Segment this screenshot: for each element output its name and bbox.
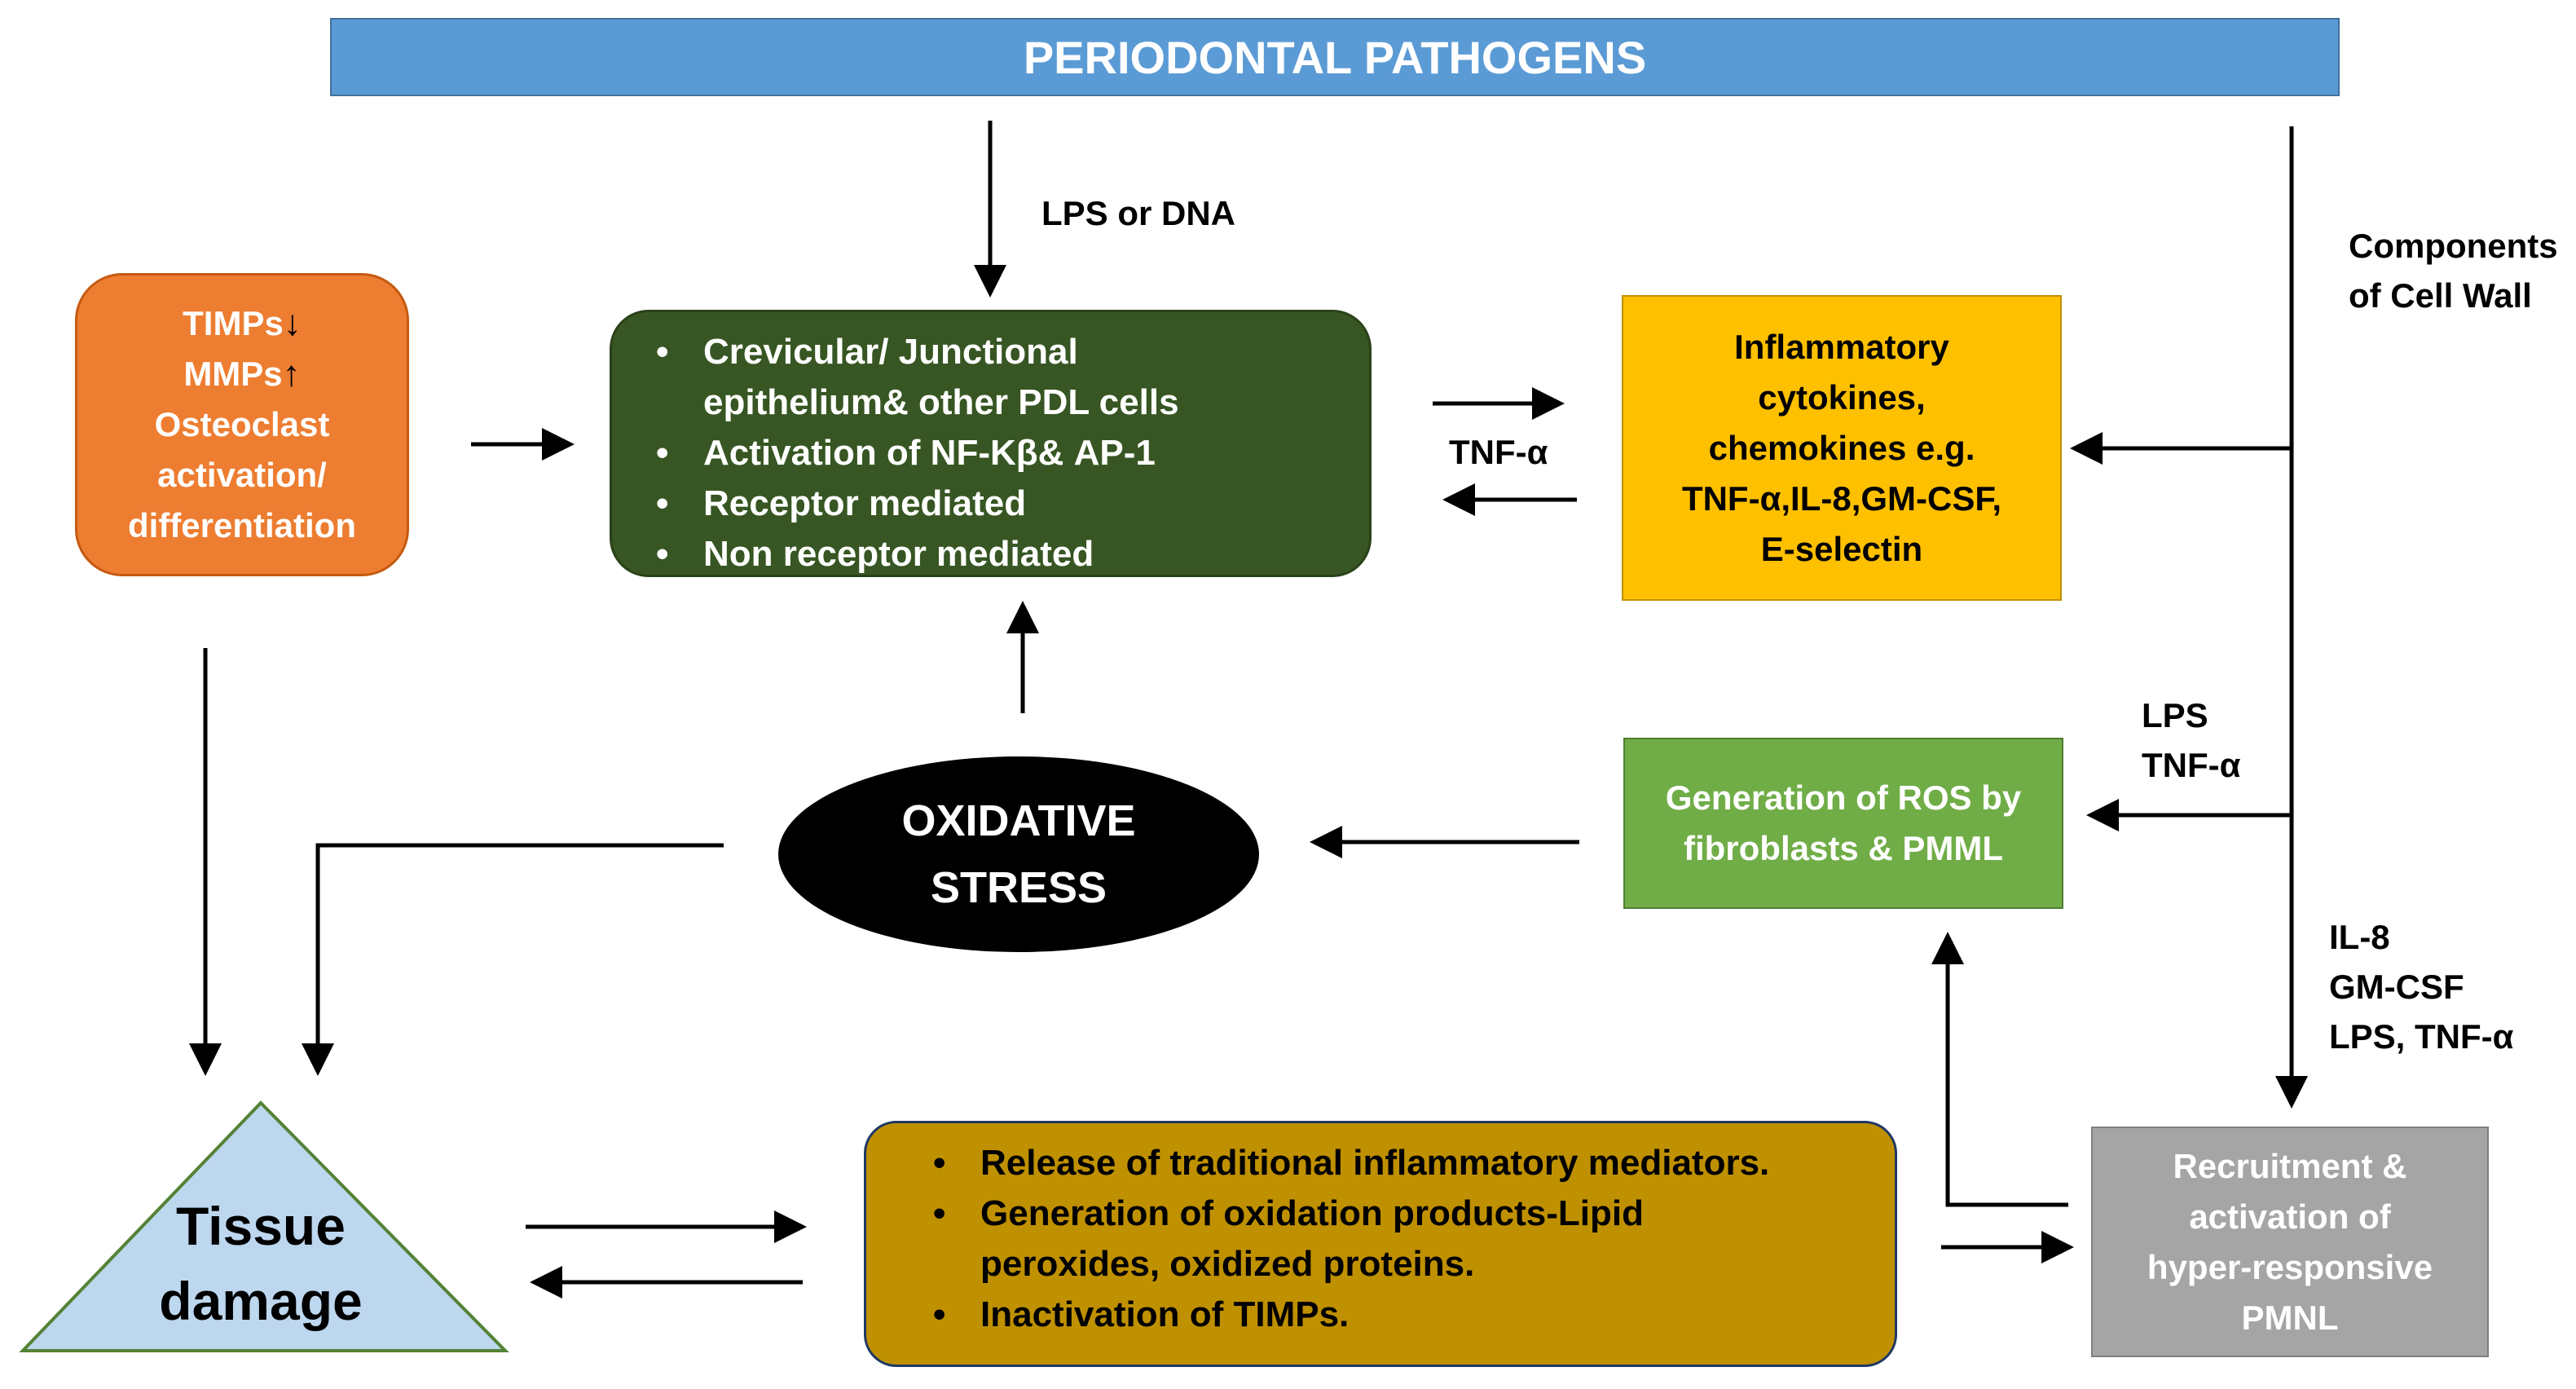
cytokines-line: cytokines,: [1758, 377, 1926, 417]
cytokines-line: E-selectin: [1760, 529, 1923, 568]
list-item: Activation of NF-Kβ& AP-1: [656, 428, 1345, 478]
arrow-pmnl-to-ros: [1931, 932, 2068, 1207]
mmps-label: MMPs: [183, 355, 283, 393]
list-item: Non receptor mediated: [656, 529, 1345, 580]
timps-label: TIMPs: [183, 304, 284, 342]
list-item: Release of traditional inflammatory medi…: [933, 1138, 1878, 1188]
oxidative-line: OXIDATIVE: [901, 796, 1136, 845]
ros-line: fibroblasts & PMML: [1683, 829, 2003, 867]
osteoclast-line: Osteoclast: [154, 405, 330, 443]
arrow-oxidative-to-tissue: [302, 843, 724, 1076]
cell-wall-line: of Cell Wall: [2349, 276, 2532, 315]
differentiation-line: differentiation: [128, 506, 356, 545]
pmnl-line: hyper-responsive: [2147, 1247, 2433, 1286]
pmnl-line: Recruitment &: [2173, 1146, 2407, 1185]
list-item: Receptor mediated: [656, 478, 1345, 529]
epithelium-box: Crevicular/ Junctional epithelium& other…: [610, 310, 1372, 580]
il8-group-label: IL-8 GM-CSF LPS, TNF-α: [2329, 913, 2513, 1062]
header-bar: PERIODONTAL PATHOGENS: [330, 18, 2340, 96]
header-title: PERIODONTAL PATHOGENS: [1023, 31, 1647, 83]
cytokines-box: Inflammatory cytokines, chemokines e.g. …: [1622, 295, 2062, 601]
arrow-up-icon: ↑: [282, 354, 301, 394]
cytokines-line: TNF-α,IL-8,GM-CSF,: [1681, 478, 2002, 518]
stress-line: STRESS: [930, 863, 1107, 912]
pmnl-box: Recruitment & activation of hyper-respon…: [2091, 1127, 2489, 1357]
pmnl-line: activation of: [2189, 1197, 2391, 1236]
gmcsf-line: GM-CSF: [2329, 967, 2464, 1006]
cytokines-line: chemokines e.g.: [1708, 428, 1975, 467]
lps-tnf-label: LPS TNF-α: [2142, 691, 2240, 791]
ros-box: Generation of ROS by fibroblasts & PMML: [1623, 738, 2063, 909]
ros-line: Generation of ROS by: [1665, 778, 2022, 817]
epithelium-list: Crevicular/ Junctional epithelium& other…: [646, 327, 1345, 580]
list-item: Inactivation of TIMPs.: [933, 1290, 1878, 1340]
cytokines-line: Inflammatory: [1734, 327, 1949, 366]
tnf-line: TNF-α: [2142, 745, 2241, 784]
mmps-line: MMPs↑: [183, 349, 300, 399]
pmnl-line: PMNL: [2241, 1298, 2339, 1337]
il8-line: IL-8: [2329, 918, 2390, 956]
orange-box: TIMPs↓ MMPs↑ Osteoclast activation/ diff…: [75, 273, 409, 576]
oxidative-stress-ellipse: OXIDATIVE STRESS: [778, 756, 1259, 952]
arrow-down-icon: ↓: [283, 303, 302, 343]
list-item: Crevicular/ Junctional epithelium& other…: [656, 327, 1257, 428]
tissue-damage-triangle: [19, 1100, 509, 1352]
damage-line: damage: [159, 1271, 363, 1331]
lps-dna-label: LPS or DNA: [1041, 194, 1236, 232]
lps-tnf-line: LPS, TNF-α: [2329, 1016, 2514, 1056]
mediators-list: Release of traditional inflammatory medi…: [923, 1138, 1878, 1340]
list-item: Generation of oxidation products-Lipid p…: [933, 1188, 1714, 1290]
timps-line: TIMPs↓: [183, 298, 302, 349]
components-line: Components: [2349, 227, 2558, 265]
tissue-line: Tissue: [176, 1196, 346, 1256]
lps-line: LPS: [2142, 696, 2208, 734]
tissue-damage-label: Tissue damage: [98, 1186, 424, 1341]
activation-line: activation/: [157, 456, 327, 494]
tnf-alpha-label: TNF-α: [1449, 433, 1548, 471]
components-label: Components of Cell Wall: [2349, 222, 2558, 321]
mediators-box: Release of traditional inflammatory medi…: [864, 1121, 1897, 1367]
